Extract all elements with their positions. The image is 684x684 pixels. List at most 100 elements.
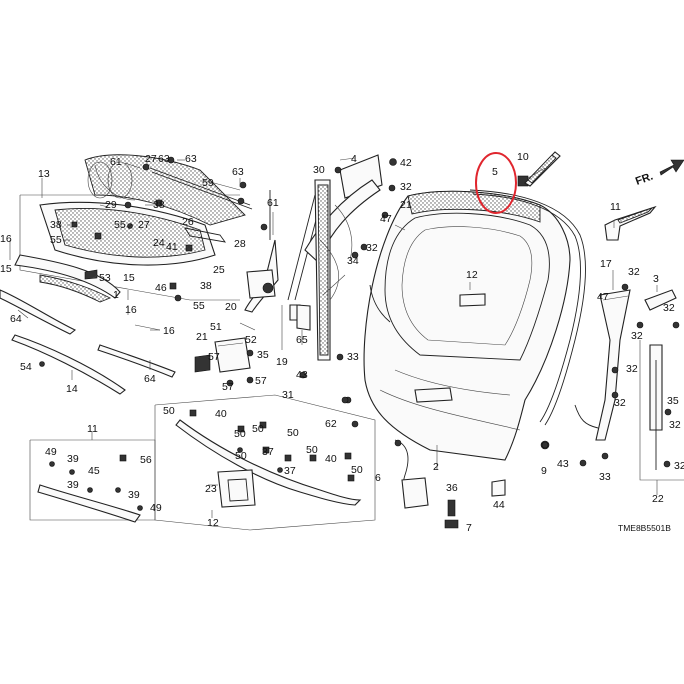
callout-42: 40	[215, 408, 227, 420]
callout-64: 65	[296, 334, 308, 346]
callout-50: 49	[45, 446, 57, 458]
callout-27: 25	[213, 264, 225, 276]
callout-39b: 37	[284, 465, 296, 477]
callout-34f: 32	[626, 363, 638, 375]
callout-51b: 50	[252, 423, 264, 435]
callout-34i: 32	[674, 460, 684, 472]
callout-34c: 32	[628, 266, 640, 278]
callout-22: 20	[225, 301, 237, 313]
callout-45: 43	[296, 369, 308, 381]
callout-51e: 50	[235, 450, 247, 462]
callout-34g: 32	[614, 397, 626, 409]
callout-28: 26	[182, 216, 194, 228]
latch-group	[341, 396, 549, 529]
callout-42b: 40	[325, 453, 337, 465]
callout-41b: 39	[67, 479, 79, 491]
right-parts-group	[540, 205, 684, 481]
callout-24: 22	[652, 493, 664, 505]
lower-garnish-group	[29, 439, 156, 523]
callout-10: 11	[610, 201, 621, 213]
callout-21: 19	[276, 356, 288, 368]
callout-18b: 16	[125, 304, 137, 316]
callout-62: 62	[325, 418, 337, 430]
callout-35: 33	[347, 351, 359, 363]
tailgate-panel	[363, 190, 571, 461]
callout-36: 34	[347, 255, 359, 267]
callout-56: 53	[99, 272, 111, 284]
callout-51d: 50	[234, 428, 246, 440]
callout-17: 15	[0, 263, 12, 275]
callout-17b: 15	[123, 272, 135, 284]
callout-12: 11	[87, 423, 98, 435]
callout-55: 55	[50, 234, 62, 246]
callout-61b: 61	[267, 197, 279, 209]
callout-59: 59	[202, 177, 214, 189]
callout-38: 36	[446, 482, 458, 494]
callout-23: 21	[196, 331, 208, 343]
callout-58: 57	[208, 351, 220, 363]
callout-52: 51	[210, 321, 222, 333]
callout-51f: 50	[306, 444, 318, 456]
callout-58c: 57	[255, 375, 267, 387]
callout-63c: 63	[232, 166, 244, 178]
callout-37b: 35	[667, 395, 679, 407]
callout-18: 16	[0, 233, 12, 245]
callout-31: 29	[105, 199, 117, 211]
callout-63b: 63	[185, 153, 197, 165]
callout-1: 1	[113, 289, 119, 301]
callout-51c: 50	[287, 427, 299, 439]
callout-34h: 32	[669, 419, 681, 431]
callout-49: 47	[380, 213, 392, 225]
callout-57: 56	[140, 454, 152, 466]
callout-14: 12	[466, 269, 478, 281]
callout-49b: 47	[597, 291, 609, 303]
front-direction-arrow: FR.	[634, 159, 684, 188]
callout-40: 38	[153, 199, 165, 211]
callout-13: 12	[207, 517, 219, 529]
callout-41c: 39	[128, 489, 140, 501]
callout-16: 14	[66, 383, 78, 395]
callout-58b: 57	[222, 381, 234, 393]
callout-11: 10	[517, 151, 529, 163]
callout-18c: 16	[163, 325, 175, 337]
callout-33: 31	[282, 389, 294, 401]
callout-7: 7	[466, 522, 472, 534]
callout-34d: 32	[663, 302, 675, 314]
weatherstrip-group	[469, 151, 599, 429]
callout-48: 46	[155, 282, 167, 294]
callout-40c: 38	[200, 280, 212, 292]
callout-34e: 32	[631, 330, 643, 342]
callout-55c: 55	[193, 300, 205, 312]
hinge-strut-group	[194, 190, 323, 387]
callout-29: 27	[145, 153, 157, 165]
callout-25: 23	[205, 483, 217, 495]
callout-34: 32	[400, 181, 412, 193]
callout-43: 41	[166, 241, 178, 253]
callout-35b: 33	[599, 471, 611, 483]
callout-30: 28	[234, 238, 246, 250]
callout-34b: 32	[366, 242, 378, 254]
callout-60: 64	[10, 313, 22, 325]
callout-40b: 38	[50, 219, 62, 231]
garnish-group	[154, 394, 376, 531]
callout-29b: 27	[138, 219, 150, 231]
callout-50b: 49	[150, 502, 162, 514]
callout-41: 39	[67, 453, 79, 465]
callout-45b: 43	[557, 458, 569, 470]
callout-60b: 64	[144, 373, 156, 385]
callout-4: 4	[351, 153, 357, 165]
callout-26: 24	[153, 237, 165, 249]
spoiler-group	[0, 154, 268, 395]
callout-19: 17	[600, 258, 612, 270]
callout-5: 5	[492, 166, 498, 178]
callout-55b: 55	[114, 219, 126, 231]
front-direction-label: FR.	[634, 170, 655, 187]
callout-47: 45	[88, 465, 100, 477]
hinge-arm-group	[299, 154, 397, 404]
callout-2: 2	[433, 461, 439, 473]
leader-lines	[9, 157, 658, 518]
callout-51: 50	[163, 405, 175, 417]
callout-44: 42	[400, 157, 412, 169]
callout-20: 21	[400, 199, 412, 211]
